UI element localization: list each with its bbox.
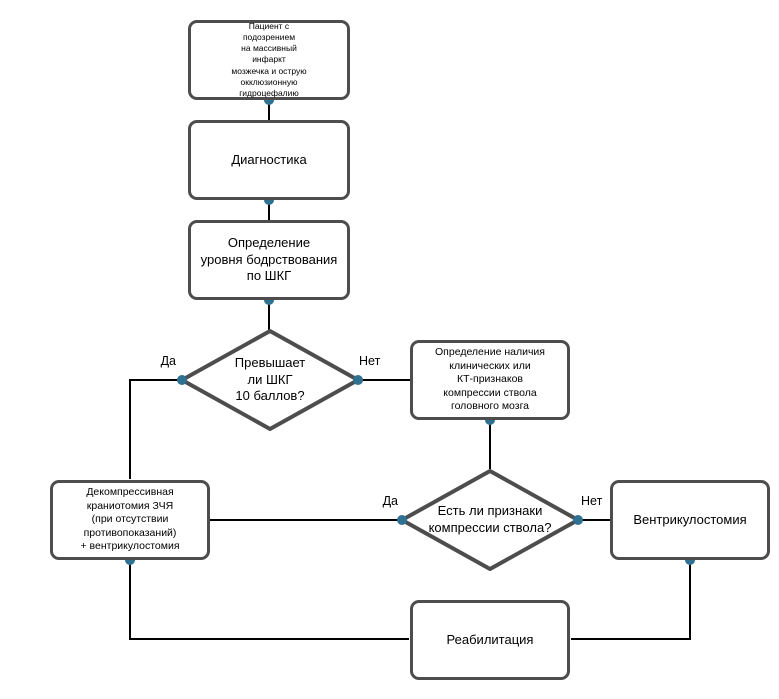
node-gcs-question-label: Превышает ли ШКГ 10 баллов? bbox=[234, 354, 306, 404]
node-ventriculostomy: Вентрикулостомия bbox=[610, 480, 770, 560]
node-gcs-assessment-label: Определение уровня бодрствования по ШКГ bbox=[200, 234, 338, 284]
node-patient: Пациент с подозрением на массивный инфар… bbox=[188, 20, 350, 100]
node-patient-label: Пациент с подозрением на массивный инфар… bbox=[231, 21, 307, 98]
edge-label-compression-yes: Да bbox=[382, 494, 398, 508]
node-compression-question-label: Есть ли признаки компрессии ствола? bbox=[428, 503, 552, 535]
edge-label-gcs-no: Нет bbox=[359, 354, 381, 368]
node-compression-question-shape bbox=[400, 469, 580, 571]
edge-question-yes-craniotomy bbox=[129, 379, 182, 479]
edge-label-compression-no: Нет bbox=[581, 494, 603, 508]
node-rehabilitation-label: Реабилитация bbox=[446, 631, 534, 647]
waypoint-dot bbox=[177, 375, 187, 385]
node-craniotomy-label: Декомпрессивная краниотомия ЗЧЯ (при отс… bbox=[80, 485, 180, 553]
edge-label-gcs-yes: Да bbox=[160, 354, 176, 368]
node-gcs-assessment: Определение уровня бодрствования по ШКГ bbox=[188, 220, 350, 300]
node-craniotomy: Декомпрессивная краниотомия ЗЧЯ (при отс… bbox=[50, 480, 210, 560]
node-rehabilitation: Реабилитация bbox=[410, 600, 570, 680]
waypoint-dot bbox=[353, 375, 363, 385]
node-ventriculostomy-label: Вентрикулостомия bbox=[633, 511, 747, 527]
node-gcs-question-shape bbox=[180, 329, 360, 431]
waypoint-dot bbox=[573, 515, 583, 525]
node-ct-signs: Определение наличия клинических или КТ-п… bbox=[410, 340, 570, 420]
node-ct-signs-label: Определение наличия клинических или КТ-п… bbox=[435, 345, 545, 413]
node-diagnostics-label: Диагностика bbox=[231, 151, 307, 167]
node-diagnostics: Диагностика bbox=[188, 120, 350, 200]
edge-craniotomy-rehab bbox=[129, 560, 409, 640]
waypoint-dot bbox=[397, 515, 407, 525]
edge-ventriculostomy-rehab bbox=[571, 560, 691, 640]
